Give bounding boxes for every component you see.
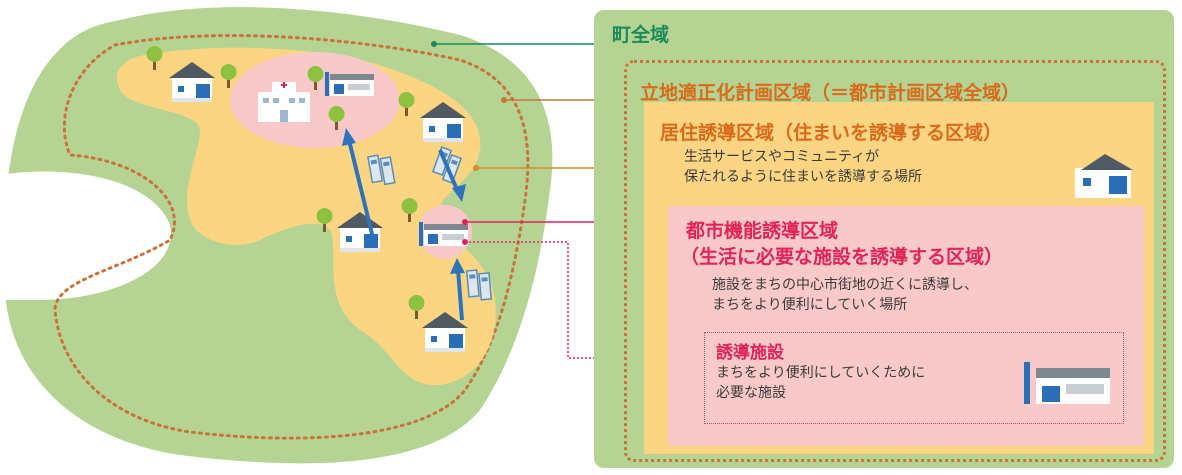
induced-facility-label: 誘導施設 [716, 343, 784, 363]
arrow-icon [450, 258, 465, 321]
town-map [0, 7, 553, 464]
urban-function-area-label-2: （生活に必要な施設を誘導する区域） [680, 246, 1004, 268]
store-icon [1024, 362, 1110, 404]
induced-facility-desc-line1: まちをより便利にしていくために [716, 365, 926, 381]
store-icon [325, 72, 374, 96]
town-area-label: 町全域 [612, 24, 670, 46]
arrow-icon [342, 128, 375, 239]
plan-area-boundary [53, 34, 530, 440]
residential-desc-line2: 保たれるように住まいを誘導する場所 [684, 169, 922, 185]
residential-desc-line1: 生活サービスやコミュニティが [684, 149, 880, 165]
urban-function-desc-line2: まちをより便利にしていく場所 [712, 297, 908, 313]
house-icon [1075, 154, 1133, 198]
residential-area-label: 居住誘導区域（住まいを誘導する区域） [660, 122, 1003, 144]
arrow-icon [438, 149, 466, 202]
hospital-icon [258, 82, 310, 122]
plan-area-panel [624, 60, 1166, 462]
urban-function-area-panel [668, 206, 1144, 446]
induced-facility-desc-line2: 必要な施設 [716, 385, 786, 401]
town-notch [0, 171, 171, 300]
residential-area-blob [116, 47, 496, 386]
store-icon [419, 222, 468, 246]
plan-area-label: 立地適正化計画区域（＝都市計画区域全域） [640, 82, 1021, 104]
urban-function-area-label-1: 都市機能誘導区域 [686, 220, 839, 242]
urban-function-desc-line1: 施設をまちの中心市街地の近くに誘導し、 [712, 277, 978, 293]
induced-facility-panel [704, 332, 1124, 424]
